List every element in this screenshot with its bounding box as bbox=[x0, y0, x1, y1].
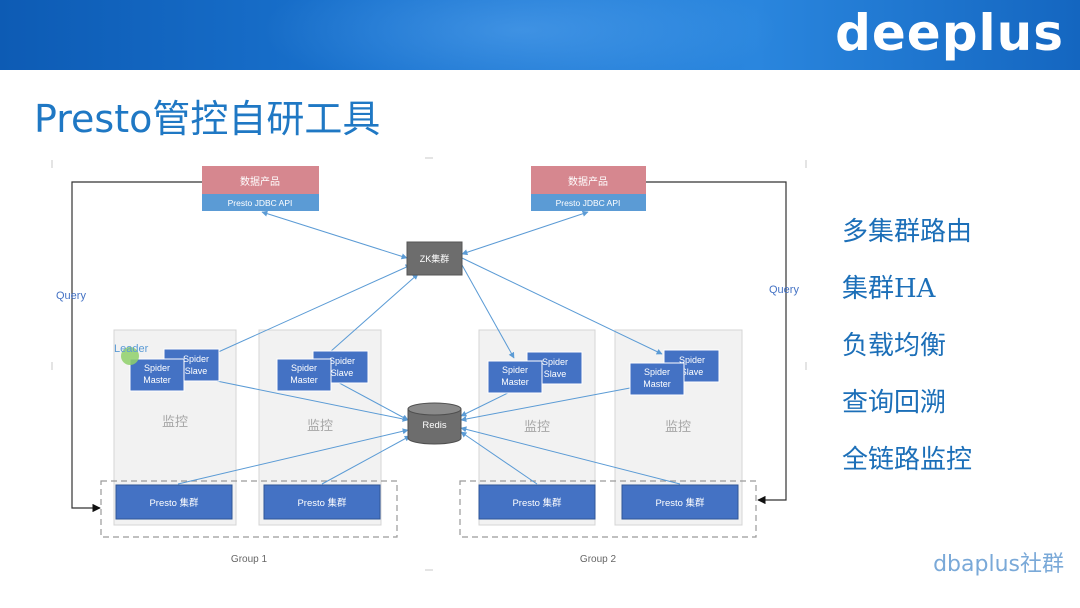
presto-cluster-2 bbox=[263, 484, 381, 520]
jdbc-api-box-left bbox=[202, 194, 319, 211]
arrow-presto1-redis bbox=[177, 428, 409, 485]
jdbc-api-box-right bbox=[531, 194, 646, 211]
svg-text:Slave: Slave bbox=[331, 368, 354, 378]
feature-item: 全链路监控 bbox=[842, 445, 973, 475]
zk-cluster-label: ZK集群 bbox=[420, 253, 450, 264]
svg-text:Presto 集群: Presto 集群 bbox=[297, 497, 347, 509]
svg-text:Slave: Slave bbox=[185, 366, 208, 376]
arrow-presto3-redis bbox=[460, 431, 538, 485]
monitor-label-4: 监控 bbox=[665, 419, 691, 434]
monitor-label-3: 监控 bbox=[524, 419, 550, 434]
svg-text:Master: Master bbox=[290, 375, 318, 385]
feature-item: 负载均衡 bbox=[842, 331, 947, 361]
svg-text:Spider: Spider bbox=[329, 356, 355, 366]
canvas-ticks bbox=[51, 157, 807, 571]
spider-master-1 bbox=[129, 358, 185, 392]
arrow-zk-jdbc-left bbox=[261, 210, 408, 260]
arrow-zk-spider-2 bbox=[329, 273, 419, 353]
arrow-spider4-redis bbox=[460, 387, 631, 422]
group-frame-2 bbox=[459, 480, 757, 538]
svg-text:Slave: Slave bbox=[544, 369, 567, 379]
svg-text:Presto 集群: Presto 集群 bbox=[512, 497, 562, 509]
svg-text:Spider: Spider bbox=[183, 354, 209, 364]
svg-text:Spider: Spider bbox=[291, 363, 317, 373]
jdbc-api-label-left: Presto JDBC API bbox=[228, 198, 293, 208]
feature-item: 集群HA bbox=[842, 274, 936, 304]
svg-text:Master: Master bbox=[501, 377, 529, 387]
svg-text:Master: Master bbox=[143, 375, 171, 385]
svg-text:Master: Master bbox=[643, 379, 671, 389]
arrow-zk-spider-4 bbox=[461, 257, 663, 355]
arrow-zk-jdbc-right bbox=[461, 210, 589, 256]
svg-text:Spider: Spider bbox=[144, 363, 170, 373]
data-product-label-left: 数据产品 bbox=[240, 175, 280, 188]
group-label-1: Group 1 bbox=[231, 554, 268, 565]
query-label-left: Query bbox=[56, 290, 86, 302]
deeplus-logo: deeplus bbox=[835, 4, 1064, 62]
arrow-zk-spider-1 bbox=[204, 264, 412, 359]
monitor-label-1: 监控 bbox=[162, 414, 188, 429]
monitor-label-2: 监控 bbox=[307, 418, 333, 433]
redis-cylinder bbox=[407, 402, 462, 445]
arrow-presto2-redis bbox=[321, 435, 411, 485]
svg-text:Spider: Spider bbox=[502, 365, 528, 375]
svg-text:Presto 集群: Presto 集群 bbox=[149, 497, 199, 509]
arrow-zk-spider-3 bbox=[461, 264, 515, 359]
presto-cluster-4 bbox=[621, 484, 739, 520]
leader-marker bbox=[121, 347, 139, 365]
presto-cluster-labels: Presto 集群 Presto 集群 Presto 集群 Presto 集群 bbox=[149, 497, 705, 509]
spider-master-4 bbox=[629, 362, 685, 396]
data-product-box-right bbox=[531, 166, 646, 194]
spider-masters bbox=[129, 358, 685, 396]
connection-arrows bbox=[177, 210, 681, 485]
arrow-spider2-redis bbox=[329, 377, 409, 421]
arrow-presto4-redis bbox=[460, 426, 681, 485]
query-loop-right bbox=[646, 181, 787, 505]
group-label-2: Group 2 bbox=[580, 554, 617, 565]
svg-text:Spider: Spider bbox=[679, 355, 705, 365]
arrow-spider1-redis bbox=[201, 377, 409, 422]
zk-cluster-box bbox=[406, 241, 463, 276]
group-frame-1 bbox=[100, 480, 398, 538]
jdbc-api-label-right: Presto JDBC API bbox=[556, 198, 621, 208]
svg-text:Spider: Spider bbox=[542, 357, 568, 367]
query-label-right: Query bbox=[769, 284, 799, 296]
arrow-spider3-redis bbox=[460, 389, 515, 417]
spider-master-3 bbox=[487, 360, 543, 394]
feature-item: 多集群路由 bbox=[842, 217, 973, 247]
svg-text:Presto 集群: Presto 集群 bbox=[655, 497, 705, 509]
presto-cluster-1 bbox=[115, 484, 233, 520]
feature-list: 多集群路由 集群HA 负载均衡 查询回溯 全链路监控 bbox=[842, 206, 972, 491]
presto-cluster-3 bbox=[478, 484, 596, 520]
slide-title: Presto管控自研工具 bbox=[34, 97, 381, 141]
query-loop-left bbox=[71, 181, 202, 513]
spider-slave-labels: Spider Slave Spider Slave Spider Slave S… bbox=[183, 354, 705, 379]
svg-text:Spider: Spider bbox=[644, 367, 670, 377]
header-band: deeplus bbox=[0, 0, 1080, 70]
data-product-box-left bbox=[202, 166, 319, 194]
leader-label: Leader bbox=[114, 343, 149, 355]
redis-label: Redis bbox=[422, 420, 447, 431]
spider-master-2 bbox=[276, 358, 332, 392]
svg-text:Slave: Slave bbox=[681, 367, 704, 377]
footer-watermark: dbaplus社群 bbox=[933, 552, 1064, 577]
header-glow bbox=[260, 0, 780, 70]
spider-master-labels: Spider Master Spider Master Spider Maste… bbox=[143, 363, 671, 389]
data-product-label-right: 数据产品 bbox=[568, 175, 608, 188]
feature-item: 查询回溯 bbox=[842, 388, 947, 418]
presto-clusters bbox=[115, 484, 739, 520]
